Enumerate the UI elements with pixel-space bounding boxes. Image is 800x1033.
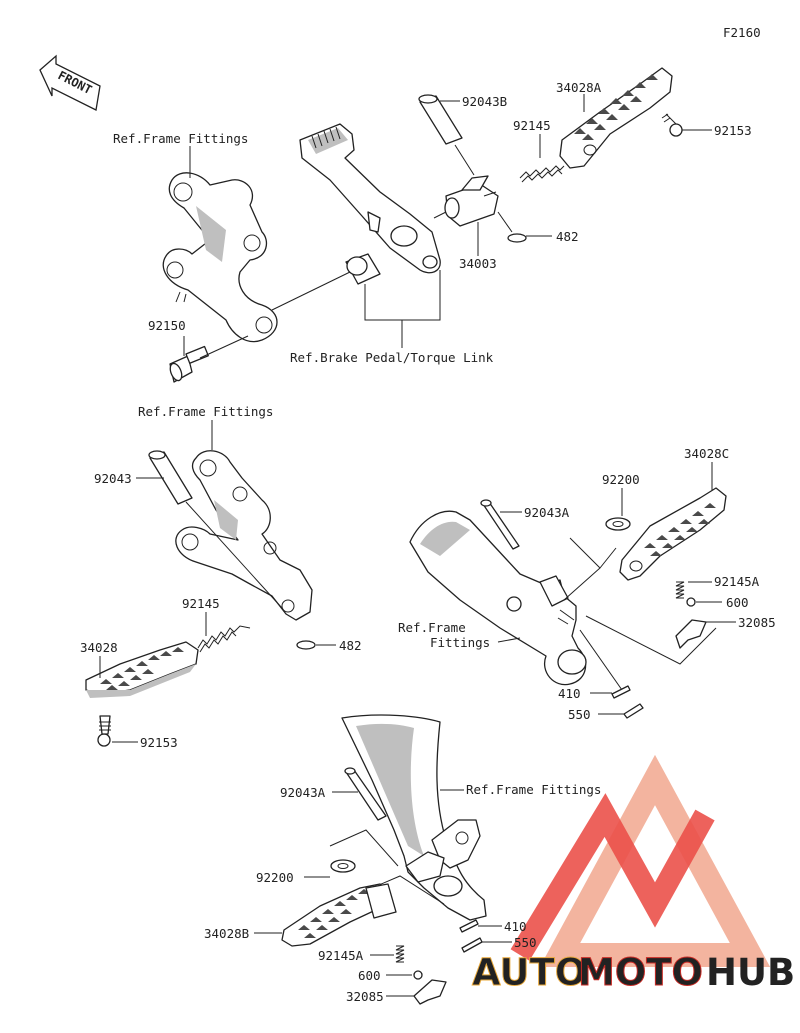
axis-92043	[185, 501, 283, 609]
watermark-hub: HUB	[706, 951, 795, 994]
label-600-right: 600	[726, 595, 749, 610]
label-92153-top: 92153	[714, 123, 752, 138]
pin-92043	[148, 450, 193, 505]
label-34028C: 34028C	[684, 446, 729, 461]
bracket-rear-left	[175, 450, 313, 621]
spring-92145-mid	[197, 625, 251, 653]
bracket-ref-brake	[364, 270, 441, 321]
axis-92043B	[454, 144, 475, 176]
footpeg-34028C	[619, 487, 727, 581]
label-482-mid: 482	[339, 638, 362, 653]
watermark-moto: MOTO	[578, 951, 703, 994]
label-410-right: 410	[558, 686, 581, 701]
pin-92043B	[418, 94, 463, 145]
footpeg-34028	[85, 641, 199, 698]
ball-600-bottom	[413, 970, 423, 980]
watermark-text: AUTO MOTO HUB	[472, 951, 796, 995]
pin-550-bottom	[461, 937, 483, 953]
frame-right-front	[409, 510, 587, 686]
label-92043B: 92043B	[462, 94, 507, 109]
label-92153-mid: 92153	[140, 735, 178, 750]
bushing-brake	[345, 253, 381, 285]
brake-pedal	[299, 123, 441, 274]
bracket-rear-right	[162, 172, 278, 343]
label-ref-brake-pedal: Ref.Brake Pedal/Torque Link	[290, 350, 494, 365]
pin-92043A-bottom	[344, 767, 387, 821]
axis-bracket-to-bush	[271, 271, 351, 311]
label-600-bottom: 600	[358, 968, 381, 983]
leader-frame-3	[497, 637, 521, 643]
label-ref-frame-fittings-3a: Ref.Frame	[398, 620, 466, 635]
label-32085-right: 32085	[738, 615, 776, 630]
label-ref-frame-fittings-1: Ref.Frame Fittings	[113, 131, 248, 146]
washer-92200-right	[605, 517, 631, 531]
label-34028A: 34028A	[556, 80, 602, 95]
label-92145A-bottom: 92145A	[318, 948, 364, 963]
holder-34003	[444, 175, 499, 227]
footpeg-34028A	[559, 67, 673, 169]
label-92150: 92150	[148, 318, 186, 333]
label-92043: 92043	[94, 471, 132, 486]
label-92200-right: 92200	[602, 472, 640, 487]
label-34028B: 34028B	[204, 926, 249, 941]
label-92200-bottom: 92200	[256, 870, 294, 885]
label-92043A-bottom: 92043A	[280, 785, 326, 800]
plate-32085-bottom	[413, 979, 447, 1005]
plate-32085-right	[675, 619, 707, 649]
spring-92145A-bottom	[395, 945, 405, 963]
ball-600-right	[686, 597, 696, 607]
washer-92200-bottom	[330, 859, 356, 873]
frame-left-front	[341, 714, 487, 921]
pin-92043A-right	[480, 499, 520, 550]
spring-92145-top	[519, 165, 565, 183]
ball-92153-top	[661, 113, 683, 137]
label-34003: 34003	[459, 256, 497, 271]
watermark-logo	[510, 754, 771, 967]
label-410-bottom: 410	[504, 919, 527, 934]
axis-92150	[199, 335, 249, 359]
clip-482-top	[507, 233, 527, 243]
label-32085-bottom: 32085	[346, 989, 384, 1004]
label-550-bottom: 550	[514, 935, 537, 950]
label-92145A-right: 92145A	[714, 574, 760, 589]
pin-410-bottom	[459, 919, 479, 933]
spring-92145A-right	[675, 581, 685, 599]
axis-482-top	[497, 211, 513, 233]
label-ref-frame-fittings-4: Ref.Frame Fittings	[466, 782, 601, 797]
label-ref-frame-fittings-3b: Fittings	[430, 635, 490, 650]
diagram-code: F2160	[723, 25, 761, 40]
front-arrow-icon: FRONT	[39, 54, 101, 111]
bracket-right-front	[563, 537, 717, 665]
clip-482-mid	[296, 640, 316, 650]
label-550-right: 550	[568, 707, 591, 722]
watermark-auto: AUTO	[472, 951, 586, 994]
axis-right-front	[579, 629, 623, 691]
pin-550-right	[623, 703, 644, 719]
footpeg-34028B	[281, 883, 397, 947]
ball-92153-mid	[97, 715, 111, 747]
label-ref-frame-fittings-2: Ref.Frame Fittings	[138, 404, 273, 419]
bolt-92150	[169, 345, 209, 383]
pin-410-right	[611, 685, 631, 699]
label-92145-top: 92145	[513, 118, 551, 133]
axis-holder	[433, 211, 447, 219]
label-92145-mid: 92145	[182, 596, 220, 611]
label-482-top: 482	[556, 229, 579, 244]
label-92043A-right: 92043A	[524, 505, 570, 520]
label-34028: 34028	[80, 640, 118, 655]
